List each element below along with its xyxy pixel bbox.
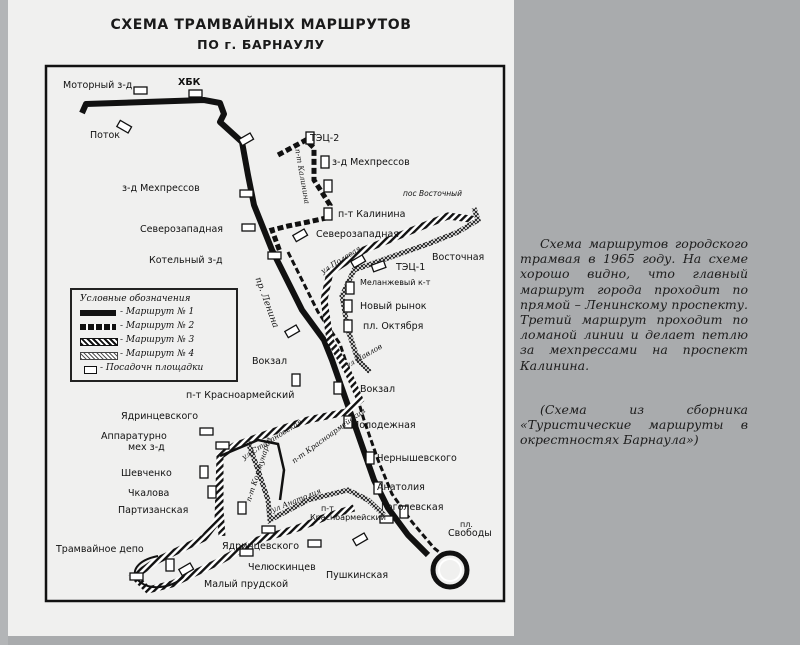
legend-route-2: - Маршрут № 2 [80,321,234,334]
stop-melanzhevy: Меланжевый к-т [360,278,431,287]
legend-label: - Маршрут № 2 [120,321,195,331]
legend-swatch [80,352,118,360]
stop-vostochnaya: Восточная [432,252,485,263]
stop-yadrintsevskogo-upper: Ядринцевского [121,411,199,422]
stop-pushkinskaya: Пушкинская [326,570,389,581]
map-subtitle: ПО г. БАРНАУЛУ [197,37,325,52]
caption-source: (Схема из сборника «Туристические маршру… [520,402,748,448]
legend-label: - Маршрут № 3 [120,335,195,345]
stop-anatolia: Анатолия [377,482,425,493]
legend-swatch [80,324,116,330]
stop-novy-rynok: Новый рынок [360,301,427,312]
stop-pl-oktyabrya: пл. Октября [363,321,424,332]
boarding-platforms [115,86,409,581]
stop-vokzal-right: Вокзал [360,384,396,395]
map-title: СХЕМА ТРАМВАЙНЫХ МАРШРУТОВ [110,17,412,33]
stop-gogolevskaya: Гоголевская [381,502,444,513]
tram-route-map: СХЕМА ТРАМВАЙНЫХ МАРШРУТОВ ПО г. БАРНАУЛ… [8,0,514,636]
scan-edge [0,0,8,645]
stop-kalinina: п-т Калинина [338,209,406,220]
stop-severozapadnaya-left: Северозападная [140,224,223,235]
legend-swatch [80,338,118,346]
stop-mehpressov-left: з-д Мехпрессов [122,183,200,194]
stop-pl-svobody-2: Свободы [448,528,492,539]
legend-label: - Маршрут № 4 [120,349,195,359]
route-3-line [216,212,479,537]
stop-potok: Поток [90,130,121,141]
stop-vokzal-left: Вокзал [252,356,288,367]
legend-label: - Маршрут № 1 [120,307,195,317]
stop-hbk: ХБК [178,77,201,88]
stop-shevchenko: Шевченко [121,468,172,479]
svobody-loop [430,550,470,590]
legend-route-4: - Маршрут № 4 [80,349,234,362]
stop-motorny: Моторный з-д [63,80,133,91]
stop-partizanskaya: Партизанская [118,505,189,516]
stop-apparaturny: Аппаратурно [101,431,167,442]
stop-krasnoarmeisky-lower: Красноармейский [310,513,386,522]
stop-krasnoarmeisky-upper: п-т Красноармейский [186,390,295,401]
stop-maly-prudskoy: Малый прудской [204,579,289,590]
stop-pl-svobody: пл. [460,520,473,529]
caption-text: Схема маршрутов городского трамвая в 196… [520,236,748,373]
stop-chernyshevskogo: Чернышевского [377,453,457,464]
stop-severozapadnaya-right: Северозападная [316,229,399,240]
legend-swatch [84,366,97,374]
legend-platforms: - Посадочн площадки [80,363,234,376]
stop-mehpressov-upper: з-д Мехпрессов [332,157,410,168]
route-4-line [339,207,482,374]
legend-route-1: - Маршрут № 1 [80,307,234,320]
legend-title: Условные обозначения [80,294,191,304]
stop-tramvaynoe-depo: Трамвайное депо [56,544,144,555]
stop-yadrintsevskogo-lower: Ядринцевского [222,541,300,552]
map-frame [44,64,506,603]
legend-route-3: - Маршрут № 3 [80,335,234,348]
stop-chkalova: Чкалова [128,488,170,499]
stop-molodezhnaya: Молодежная [351,420,416,431]
map-legend: Условные обозначения - Маршрут № 1 - Мар… [70,288,238,382]
stop-tec1: ТЭЦ-1 [396,262,426,273]
stop-pos-vostochny: пос Восточный [403,189,462,198]
stop-apparaturny-2: мех з-д [128,442,165,453]
stop-pt: п-т [321,504,334,513]
legend-label: - Посадочн площадки [100,363,204,373]
stop-kotelny: Котельный з-д [149,255,223,266]
stop-tec2: ТЭЦ-2 [310,133,340,144]
legend-swatch [80,310,116,316]
stop-chelyuskintsev: Челюскинцев [248,562,316,573]
route-1-line [79,97,431,558]
route-lines [44,64,506,603]
